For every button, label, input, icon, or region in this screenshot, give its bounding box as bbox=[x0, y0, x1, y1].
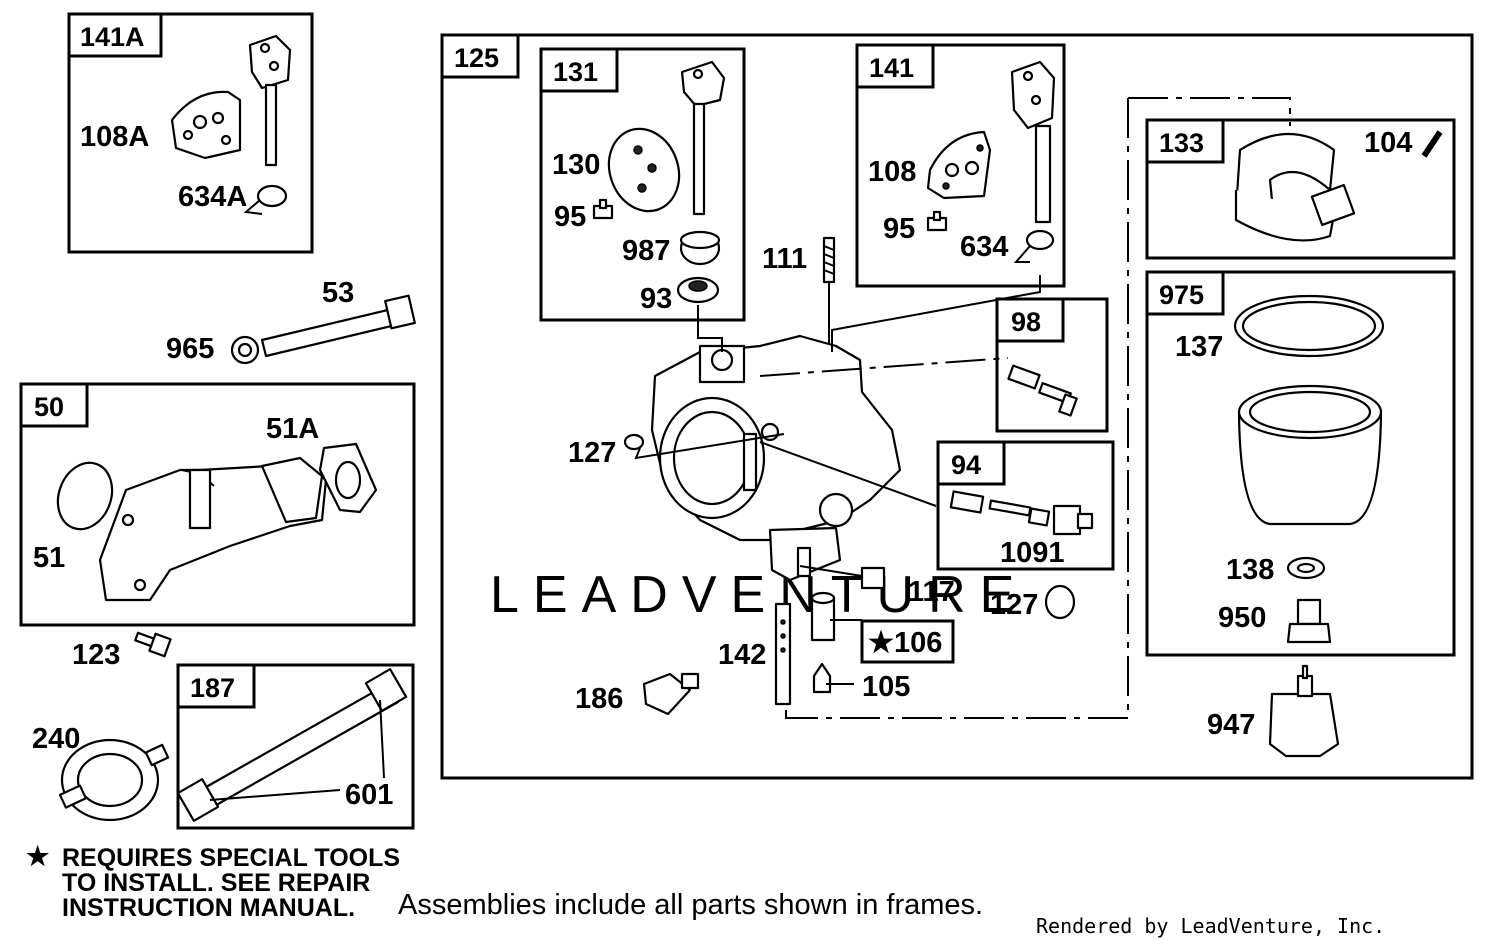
frame-label-187: 187 bbox=[190, 673, 235, 703]
frame-label-131: 131 bbox=[553, 57, 598, 87]
frame-98[interactable]: 98 bbox=[995, 297, 1109, 433]
frame-label-50: 50 bbox=[34, 392, 64, 422]
part-111-idle-screw-icon bbox=[822, 236, 836, 350]
frame-141[interactable]: 141 bbox=[855, 43, 1066, 288]
part-947-fuel-solenoid-icon bbox=[1268, 664, 1340, 758]
part-label-601: 601 bbox=[345, 779, 393, 811]
part-throttle-shaft-141-icon bbox=[1010, 60, 1056, 224]
part-105-needle-icon bbox=[812, 662, 832, 694]
part-186-elbow-fitting-icon bbox=[642, 672, 700, 716]
render-credit: Rendered by LeadVenture, Inc. bbox=[1036, 914, 1386, 938]
part-601-fuel-line-icon bbox=[176, 668, 408, 822]
part-intake-manifold-icon bbox=[98, 456, 328, 602]
part-label-127b: 127 bbox=[990, 589, 1038, 621]
part-label-108A: 108A bbox=[80, 121, 149, 153]
part-label-93: 93 bbox=[640, 283, 672, 315]
part-label-965: 965 bbox=[166, 333, 214, 365]
part-carburetor-body-icon bbox=[650, 334, 902, 582]
frame-133[interactable]: 133 bbox=[1145, 118, 1456, 260]
part-106-seat-icon bbox=[810, 591, 836, 642]
frame-label-133: 133 bbox=[1159, 128, 1204, 158]
special-tools-note: ★ REQUIRES SPECIAL TOOLS TO INSTALL. SEE… bbox=[26, 843, 430, 922]
part-950-drain-bolt-icon bbox=[1286, 598, 1332, 644]
part-108-plate-icon bbox=[926, 130, 992, 200]
part-123-bolt-icon bbox=[134, 631, 172, 658]
part-label-138: 138 bbox=[1226, 554, 1274, 586]
frame-125[interactable]: 125 bbox=[440, 33, 1474, 780]
part-240-fuel-filter-icon bbox=[58, 738, 170, 822]
part-label-137: 137 bbox=[1175, 331, 1223, 363]
part-label-240: 240 bbox=[32, 723, 80, 755]
frame-141A[interactable]: 141A bbox=[67, 12, 314, 254]
part-93-seal-icon bbox=[676, 276, 720, 304]
part-133-float-icon bbox=[1234, 133, 1356, 242]
part-634A-spring-icon bbox=[243, 184, 288, 215]
part-label-947: 947 bbox=[1207, 709, 1255, 741]
frame-label-975: 975 bbox=[1159, 280, 1204, 310]
part-label-186: 186 bbox=[575, 683, 623, 715]
part-51-oring-icon bbox=[56, 461, 114, 531]
part-throttle-shaft-icon bbox=[248, 34, 292, 167]
part-label-53: 53 bbox=[322, 277, 354, 309]
part-95-screw-icon bbox=[592, 198, 614, 220]
part-51A-gasket-icon bbox=[318, 442, 378, 514]
frame-label-98: 98 bbox=[1011, 307, 1041, 337]
part-95-screw-141-icon bbox=[926, 210, 948, 232]
frame-label-141A: 141A bbox=[80, 22, 145, 52]
part-label-117: 117 bbox=[908, 576, 955, 608]
assembly-lines bbox=[634, 97, 1291, 719]
part-127-plug-icon bbox=[623, 433, 645, 451]
frame-94[interactable]: 94 bbox=[936, 440, 1115, 571]
part-108A-plate-icon bbox=[170, 90, 242, 160]
part-label-95a: 95 bbox=[554, 201, 586, 233]
part-label-634A: 634A bbox=[178, 181, 247, 213]
part-137-gasket-icon bbox=[1233, 294, 1385, 358]
star-icon: ★ bbox=[26, 841, 50, 871]
part-142-emulsion-tube-icon bbox=[774, 602, 792, 706]
part-130-choke-plate-icon bbox=[607, 127, 681, 213]
part-label-130: 130 bbox=[552, 149, 600, 181]
part-label-51: 51 bbox=[33, 542, 65, 574]
part-label-123: 123 bbox=[72, 639, 120, 671]
part-127-cup-plug-icon bbox=[1044, 584, 1076, 620]
frame-label-141: 141 bbox=[869, 53, 914, 83]
part-label-106: ★106 bbox=[868, 627, 942, 659]
part-987-bushing-icon bbox=[679, 230, 721, 266]
part-label-111: 111 bbox=[762, 243, 807, 275]
frame-131[interactable]: 131 bbox=[539, 47, 746, 322]
part-label-51A: 51A bbox=[266, 413, 319, 445]
part-label-105: 105 bbox=[862, 671, 910, 703]
watermark: LEADVENTURE bbox=[490, 566, 1028, 624]
special-tools-note-text: REQUIRES SPECIAL TOOLS TO INSTALL. SEE R… bbox=[62, 844, 401, 922]
part-label-1091: 1091 bbox=[1000, 537, 1065, 569]
frame-label-94: 94 bbox=[951, 450, 981, 480]
part-choke-shaft-icon bbox=[680, 60, 726, 216]
frame-label-125: 125 bbox=[454, 43, 499, 73]
part-138-washer-icon bbox=[1286, 556, 1326, 580]
part-104-pin-icon bbox=[1421, 130, 1443, 158]
part-94-main-jet-screw-icon bbox=[949, 490, 1051, 527]
part-106-box bbox=[860, 619, 955, 664]
part-label-950: 950 bbox=[1218, 602, 1266, 634]
part-98-pilot-screw-icon bbox=[1007, 364, 1078, 417]
part-634-spring-icon bbox=[1013, 229, 1055, 263]
part-label-104: 104 bbox=[1364, 127, 1412, 159]
assemblies-caption: Assemblies include all parts shown in fr… bbox=[398, 889, 984, 921]
part-label-987: 987 bbox=[622, 235, 670, 267]
part-label-127a: 127 bbox=[568, 437, 616, 469]
frame-187[interactable]: 187 bbox=[176, 663, 415, 830]
frame-975[interactable]: 975 bbox=[1145, 270, 1456, 657]
part-label-142: 142 bbox=[718, 639, 766, 671]
part-label-108: 108 bbox=[868, 156, 916, 188]
part-1091-solenoid-icon bbox=[1052, 504, 1094, 536]
part-float-bowl-icon bbox=[1237, 384, 1383, 526]
part-53-fuel-pipe-icon bbox=[230, 294, 416, 365]
part-label-95b: 95 bbox=[883, 213, 915, 245]
frame-50[interactable]: 50 bbox=[19, 382, 416, 627]
part-label-634: 634 bbox=[960, 231, 1008, 263]
part-117-jet-icon bbox=[860, 566, 886, 590]
